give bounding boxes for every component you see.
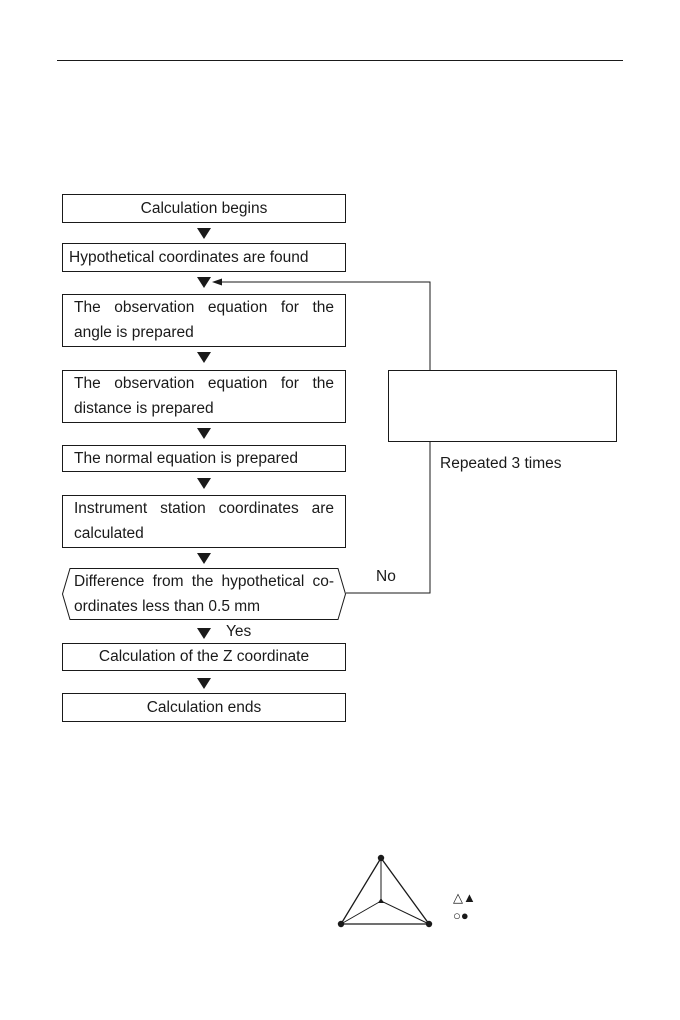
flow-arrow-4 [197,428,211,439]
flow-arrow-3 [197,352,211,363]
decision-text: Difference from the hypothetical co-ordi… [74,573,334,615]
flow-arrow-2 [197,277,211,288]
vertex-right-point [425,920,433,928]
triangle-filled-icon: ▲ [463,890,476,905]
flow-arrow-5 [197,478,211,489]
no-label: No [376,568,396,585]
repeat-box [388,370,617,442]
step-normal-equation: The normal equation is prepared [62,445,346,472]
step-calculation-ends: Calculation ends [62,693,346,722]
flow-arrow-7 [197,628,211,639]
vertex-left-point [337,920,345,928]
legend-triangles: △▲ [453,891,476,905]
step-distance-equation: The observation equation for the distanc… [62,370,346,423]
header-rule [57,60,623,61]
repeat-label: Repeated 3 times [440,455,562,472]
circle-filled-icon: ● [460,908,469,923]
yes-label: Yes [226,623,252,640]
step-angle-equation: The observation equation for the angle i… [62,294,346,347]
step-hypothetical-coordinates: Hypothetical coordinates are found [62,243,346,272]
step-calculation-begins: Calculation begins [62,194,346,223]
flow-arrow-8 [197,678,211,689]
decision-difference-check: Difference from the hypothetical co-ordi… [62,568,346,620]
vertex-top-point [377,854,385,862]
circle-outline-icon: ○ [453,908,461,923]
flow-arrow-6 [197,553,211,564]
step-station-coordinates: Instrument station coordinates are calcu… [62,495,346,548]
triangle-outline-icon: △ [453,890,463,905]
decision-shape [62,568,346,620]
loop-arrowhead [212,278,222,286]
legend-circles: ○● [453,909,469,923]
step-z-coordinate: Calculation of the Z coordinate [62,643,346,671]
center-station-marker [378,898,384,903]
flow-arrow-1 [197,228,211,239]
